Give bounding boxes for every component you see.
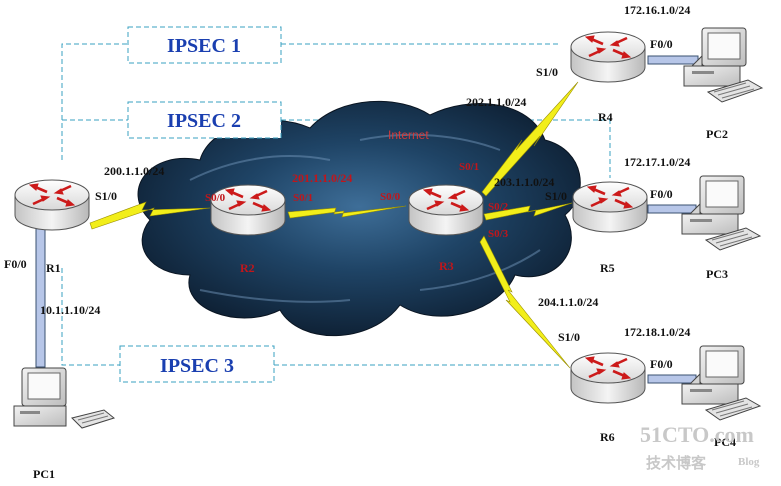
ipsec-1-box: IPSEC 1 (127, 26, 282, 64)
ipsec-3-box: IPSEC 3 (119, 345, 275, 383)
net-r3-r6: 204.1.1.0/24 (538, 295, 598, 309)
if-r2-s01: S0/1 (293, 192, 313, 204)
pc-pc1-label: PC1 (33, 467, 55, 481)
ipsec-tunnels (61, 43, 611, 366)
ipsec-2-label: IPSEC 2 (167, 110, 241, 132)
pc-pc1[interactable] (13, 367, 115, 429)
router-r6[interactable] (569, 351, 647, 405)
if-r3-s03: S0/3 (488, 228, 509, 240)
ipsec-2-box: IPSEC 2 (127, 101, 282, 139)
pc-pc4[interactable] (681, 345, 761, 421)
watermark: 51CTO.com 技术博客 Blog (640, 422, 760, 472)
router-r1[interactable] (13, 178, 91, 232)
ipsec-1-label: IPSEC 1 (167, 35, 241, 57)
watermark-blog: Blog (738, 456, 760, 468)
router-r3[interactable] (407, 183, 485, 237)
router-r2-label: R2 (240, 261, 255, 275)
net-r1-lan: 10.1.1.10/24 (40, 303, 100, 317)
if-r6-f00: F0/0 (650, 357, 673, 371)
internet-cloud (137, 100, 581, 337)
router-r1-label: R1 (46, 261, 61, 275)
watermark-site: 51CTO.com (640, 422, 754, 447)
net-r3-r5: 203.1.1.0/24 (494, 175, 554, 189)
router-r4-label: R4 (598, 110, 613, 124)
if-r5-f00: F0/0 (650, 187, 673, 201)
pc-pc2-label: PC2 (706, 127, 728, 141)
pc-pc4-label: PC4 (714, 435, 736, 449)
if-r4-f00: F0/0 (650, 37, 673, 51)
net-r3-r4: 202.1.1.0/24 (466, 95, 526, 109)
pc-pc3-label: PC3 (706, 267, 728, 281)
net-r5-lan: 172.17.1.0/24 (624, 155, 690, 169)
net-r6-lan: 172.18.1.0/24 (624, 325, 690, 339)
router-r4[interactable] (569, 30, 647, 84)
ipsec-3-label: IPSEC 3 (160, 355, 234, 377)
net-r4-lan: 172.16.1.0/24 (624, 3, 690, 17)
watermark-sub: 技术博客 (646, 454, 707, 472)
pc-pc3[interactable] (681, 175, 761, 251)
if-r4-s10: S1/0 (536, 65, 558, 79)
router-r3-label: R3 (439, 259, 454, 273)
if-r3-s02: S0/2 (488, 201, 509, 213)
if-r3-s00: S0/0 (380, 191, 401, 203)
serial-links (89, 81, 579, 369)
net-r1-r2: 200.1.1.0/24 (104, 164, 164, 178)
if-r5-s10: S1/0 (545, 189, 567, 203)
router-r6-label: R6 (600, 430, 615, 444)
if-r1-f00: F0/0 (4, 257, 27, 271)
if-r1-s10: S1/0 (95, 189, 117, 203)
if-r3-s01: S0/1 (459, 161, 479, 173)
net-r2-r3: 201.1.1.0/24 (292, 171, 352, 185)
pc-pc2[interactable] (683, 27, 763, 103)
internet-label: Internet (388, 128, 429, 142)
router-r5[interactable] (571, 180, 649, 234)
router-r5-label: R5 (600, 261, 615, 275)
if-r2-s00: S0/0 (205, 192, 226, 204)
if-r6-s10: S1/0 (558, 330, 580, 344)
